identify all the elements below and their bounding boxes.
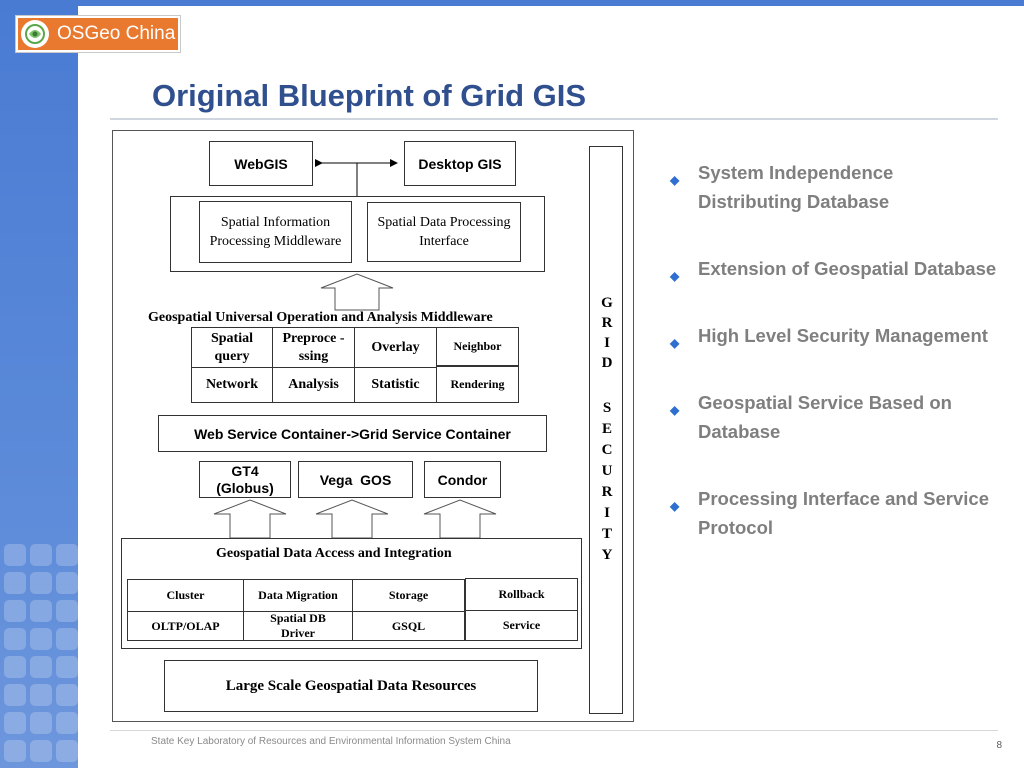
bullet-text: System Independence Distributing Databas… xyxy=(698,162,894,212)
access-oltp-olap: OLTP/OLAP xyxy=(127,611,244,641)
grid-security-char: U xyxy=(601,463,613,479)
grid-security-char: S xyxy=(602,400,612,416)
bullet-item: ◆ Extension of Geospatial Database xyxy=(668,254,998,283)
diamond-bullet-icon: ◆ xyxy=(670,403,680,417)
up-arrow-middleware xyxy=(320,273,394,311)
grid-security-char: I xyxy=(604,505,610,521)
access-data-migration: Data Migration xyxy=(243,579,353,612)
grid-security-column: G R I D S E C U R I T Y xyxy=(589,146,623,714)
data-resources-box: Large Scale Geospatial Data Resources xyxy=(164,660,538,712)
up-arrow-condor xyxy=(423,499,497,539)
bullet-text: Geospatial Service Based on Database xyxy=(698,392,952,442)
bullet-item: ◆ Processing Interface and Service Protoc… xyxy=(668,484,998,542)
op-spatial-query: Spatial query xyxy=(191,327,273,368)
desktop-gis-box: Desktop GIS xyxy=(404,141,516,186)
grid-security-char: R xyxy=(601,484,613,500)
grid-security-char: G xyxy=(601,295,613,311)
page-number: 8 xyxy=(996,740,1002,751)
grid-security-char: Y xyxy=(601,547,613,563)
vega-gos-box: Vega GOS xyxy=(298,461,413,498)
access-storage: Storage xyxy=(352,579,465,612)
up-arrow-gt4 xyxy=(213,499,287,539)
grid-security-char: D xyxy=(601,355,613,371)
footer-text: State Key Laboratory of Resources and En… xyxy=(151,736,511,747)
diamond-bullet-icon: ◆ xyxy=(670,336,680,350)
bullet-text: Extension of Geospatial Database xyxy=(698,258,997,279)
access-cluster: Cluster xyxy=(127,579,244,612)
diamond-bullet-icon: ◆ xyxy=(670,173,680,187)
bullet-text: Processing Interface and Service Protoco… xyxy=(698,488,989,538)
bullet-item: ◆ High Level Security Management xyxy=(668,321,998,350)
access-spatial-db-driver: Spatial DB Driver xyxy=(243,611,353,641)
bullet-item: ◆ System Independence Distributing Databa… xyxy=(668,158,998,216)
middleware-title: Geospatial Universal Operation and Analy… xyxy=(148,310,493,325)
diamond-bullet-icon: ◆ xyxy=(670,269,680,283)
op-preprocessing: Preproce -ssing xyxy=(272,327,355,368)
op-rendering: Rendering xyxy=(436,366,519,403)
title-rule xyxy=(110,118,998,120)
top-band xyxy=(78,0,1024,6)
access-gsql: GSQL xyxy=(352,611,465,641)
data-access-title: Geospatial Data Access and Integration xyxy=(216,546,452,561)
bullet-text: High Level Security Management xyxy=(698,325,988,346)
grid-security-char: T xyxy=(601,526,612,542)
grid-security-char: E xyxy=(601,421,612,437)
access-rollback: Rollback xyxy=(465,578,578,611)
access-service: Service xyxy=(465,610,578,641)
op-statistic: Statistic xyxy=(354,367,437,403)
sidebar-band xyxy=(0,0,78,768)
op-overlay: Overlay xyxy=(354,327,437,368)
grid-security-char: C xyxy=(601,442,613,458)
osgeo-logo-icon xyxy=(21,20,49,48)
service-container-box: Web Service Container->Grid Service Cont… xyxy=(158,415,547,452)
up-arrow-vega xyxy=(315,499,389,539)
condor-box: Condor xyxy=(424,461,501,498)
diagram-frame xyxy=(112,130,634,722)
grid-security-char: I xyxy=(604,335,610,351)
webgis-box: WebGIS xyxy=(209,141,313,186)
slide-title: Original Blueprint of Grid GIS xyxy=(152,78,587,113)
spatial-data-interface-box: Spatial Data Processing Interface xyxy=(367,202,521,262)
op-neighbor: Neighbor xyxy=(436,327,519,366)
spatial-info-middleware-box: Spatial Information Processing Middlewar… xyxy=(199,201,352,263)
footer-rule xyxy=(110,730,998,731)
op-analysis: Analysis xyxy=(272,367,355,403)
bullet-item: ◆ Geospatial Service Based on Database xyxy=(668,388,998,446)
op-network: Network xyxy=(191,367,273,403)
gt4-globus-box: GT4 (Globus) xyxy=(199,461,291,498)
logo-text: OSGeo China xyxy=(57,23,176,44)
bullet-list: ◆ System Independence Distributing Databa… xyxy=(668,158,998,580)
diamond-bullet-icon: ◆ xyxy=(670,499,680,513)
osgeo-logo: OSGeo China xyxy=(16,16,180,52)
grid-security-char: R xyxy=(601,315,613,331)
